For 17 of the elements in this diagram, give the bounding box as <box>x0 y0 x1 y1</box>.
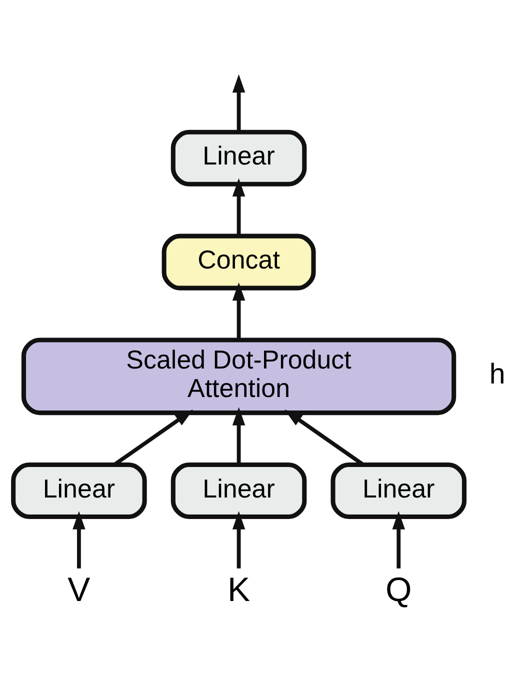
node-text: Q <box>385 570 412 609</box>
node-text: K <box>228 570 250 609</box>
arrow <box>232 74 246 132</box>
arrow <box>232 407 246 465</box>
node-box: Linear <box>170 462 307 520</box>
label: h <box>489 358 506 391</box>
node-box: Scaled Dot-Product Attention <box>21 338 456 416</box>
node-box: Linear <box>330 462 467 520</box>
node-box: Linear <box>11 462 147 520</box>
node-text: V <box>68 570 90 609</box>
arrow <box>232 282 246 340</box>
node-box: Linear <box>170 130 307 186</box>
arrow <box>232 511 246 568</box>
arrow <box>392 511 405 568</box>
arrow <box>72 511 86 568</box>
node-box: Concat <box>162 234 316 290</box>
arrow <box>232 178 246 236</box>
